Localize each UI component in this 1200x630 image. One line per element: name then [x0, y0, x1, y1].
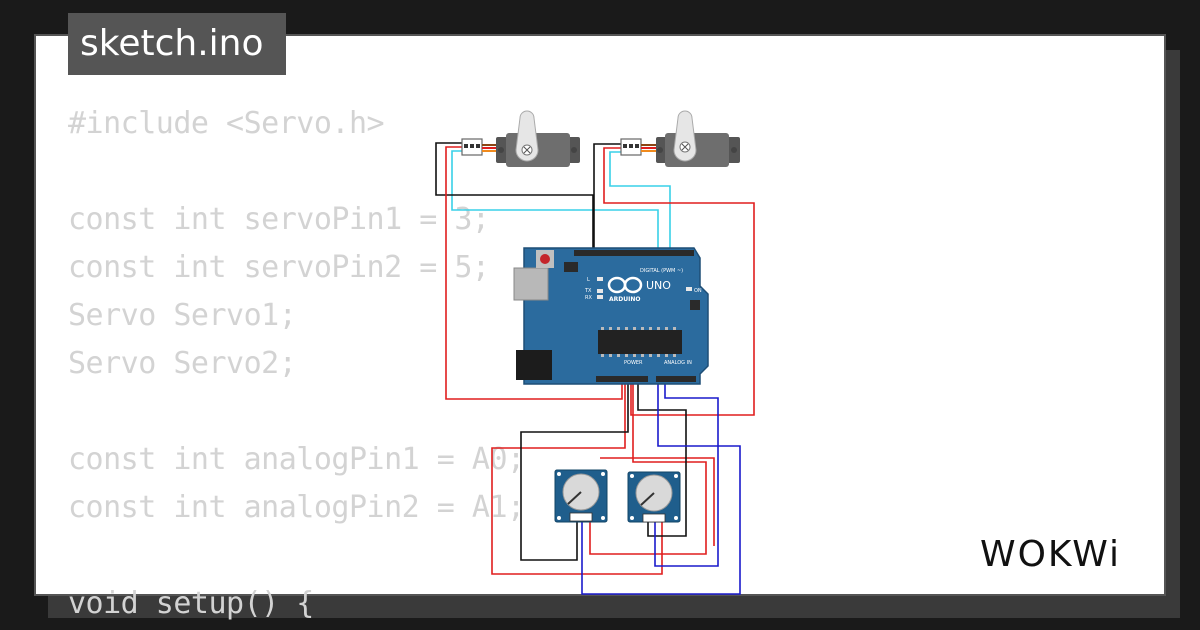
board-rx-label: RX	[585, 295, 592, 301]
arduino-uno-board[interactable]: UNO ARDUINO DIGITAL (PWM ~) POWER ANALOG…	[513, 247, 709, 385]
board-tx-label: TX	[584, 288, 592, 294]
board-l-label: L	[587, 277, 590, 283]
wire-blue-pot-a[interactable]	[581, 382, 741, 595]
code-editor[interactable]: #include <Servo.h> const int servoPin1 = …	[68, 100, 525, 628]
board-on-label: ON	[694, 288, 702, 294]
wire-red-servo2[interactable]	[603, 147, 755, 416]
wire-black-servo1[interactable]	[435, 142, 594, 250]
wire-black-pot-b[interactable]	[637, 382, 687, 537]
board-analog-label: ANALOG IN	[664, 360, 692, 366]
potentiometer-1[interactable]	[554, 469, 608, 523]
wire-cyan-servo2[interactable]	[609, 151, 671, 250]
code-line: void setup() {	[68, 586, 314, 621]
file-tab[interactable]: sketch.ino	[68, 13, 286, 75]
board-digital-label: DIGITAL (PWM ~)	[640, 268, 683, 274]
code-line: #include <Servo.h>	[68, 106, 385, 141]
servo-1[interactable]	[461, 110, 580, 167]
board-name: UNO	[646, 279, 671, 292]
board-brand: ARDUINO	[609, 296, 640, 303]
wire-red-servo1[interactable]	[445, 146, 623, 400]
wire-red-pot-c[interactable]	[600, 457, 715, 546]
wire-blue-pot-b[interactable]	[654, 382, 719, 567]
potentiometer-2[interactable]	[627, 471, 681, 523]
code-line: Servo Servo1;	[68, 298, 297, 333]
wire-black-servo2[interactable]	[593, 143, 622, 250]
wire-black-pot-a[interactable]	[520, 382, 629, 561]
wire-red-pot-b[interactable]	[580, 382, 707, 555]
board-power-label: POWER	[624, 360, 643, 366]
code-line: const int analogPin2 = A1;	[68, 490, 525, 525]
wokwi-logo-icon: WOKWi	[980, 534, 1121, 575]
file-tab-label: sketch.ino	[80, 23, 264, 64]
code-line: const int analogPin1 = A0;	[68, 442, 525, 477]
code-line: const int servoPin2 = 5;	[68, 250, 490, 285]
code-line: Servo Servo2;	[68, 346, 297, 381]
arduino-logo-icon	[607, 276, 643, 294]
servo-2[interactable]	[620, 110, 740, 167]
code-line: const int servoPin1 = 3;	[68, 202, 490, 237]
wokwi-logo-text: WOKWi	[980, 534, 1121, 575]
